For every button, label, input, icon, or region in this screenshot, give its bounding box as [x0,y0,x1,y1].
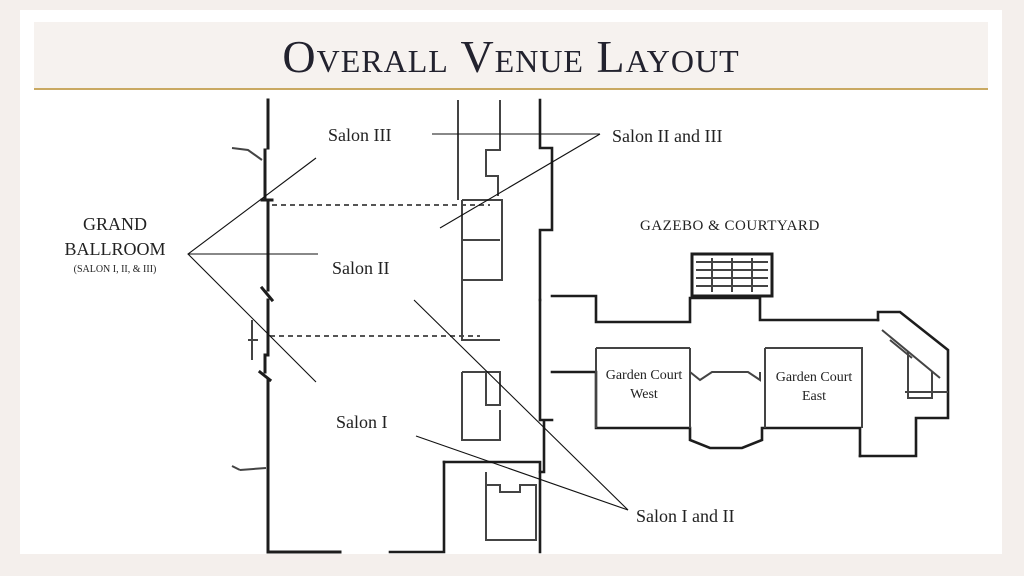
grand-ballroom-line3: (SALON I, II, & III) [73,264,157,275]
salon-i-label: Salon I [336,412,388,432]
garden-court-east-line2: East [801,389,827,404]
grand-ballroom-line2: BALLROOM [64,239,166,259]
service-corridor [388,98,554,554]
garden-court-west-line2: West [630,387,658,402]
salon-ii-and-iii-label: Salon II and III [612,126,723,146]
ballroom-left-wall [231,98,342,554]
gazebo-courtyard-label: GAZEBO & COURTYARD [640,218,820,234]
garden-court-east-line1: Garden Court [775,370,853,385]
leader-lines [187,133,629,511]
salon-iii-label: Salon III [328,125,392,145]
salon-ii-label: Salon II [332,258,390,278]
garden-court-west-line1: Garden Court [605,368,683,383]
grand-ballroom-label: GRAND BALLROOM (SALON I, II, & III) [60,214,170,275]
east-wing [550,294,950,458]
slide-card [20,10,1002,554]
salon-i-and-ii-label: Salon I and II [636,506,735,526]
grand-ballroom-line1: GRAND [82,214,147,234]
gazebo-icon [690,252,774,298]
title-band [34,22,988,88]
garden-court-east-label: Garden Court East [766,370,862,405]
title-underline [34,88,988,90]
garden-court-west-label: Garden Court West [598,368,690,403]
page-title: Overall Venue Layout [282,31,740,82]
